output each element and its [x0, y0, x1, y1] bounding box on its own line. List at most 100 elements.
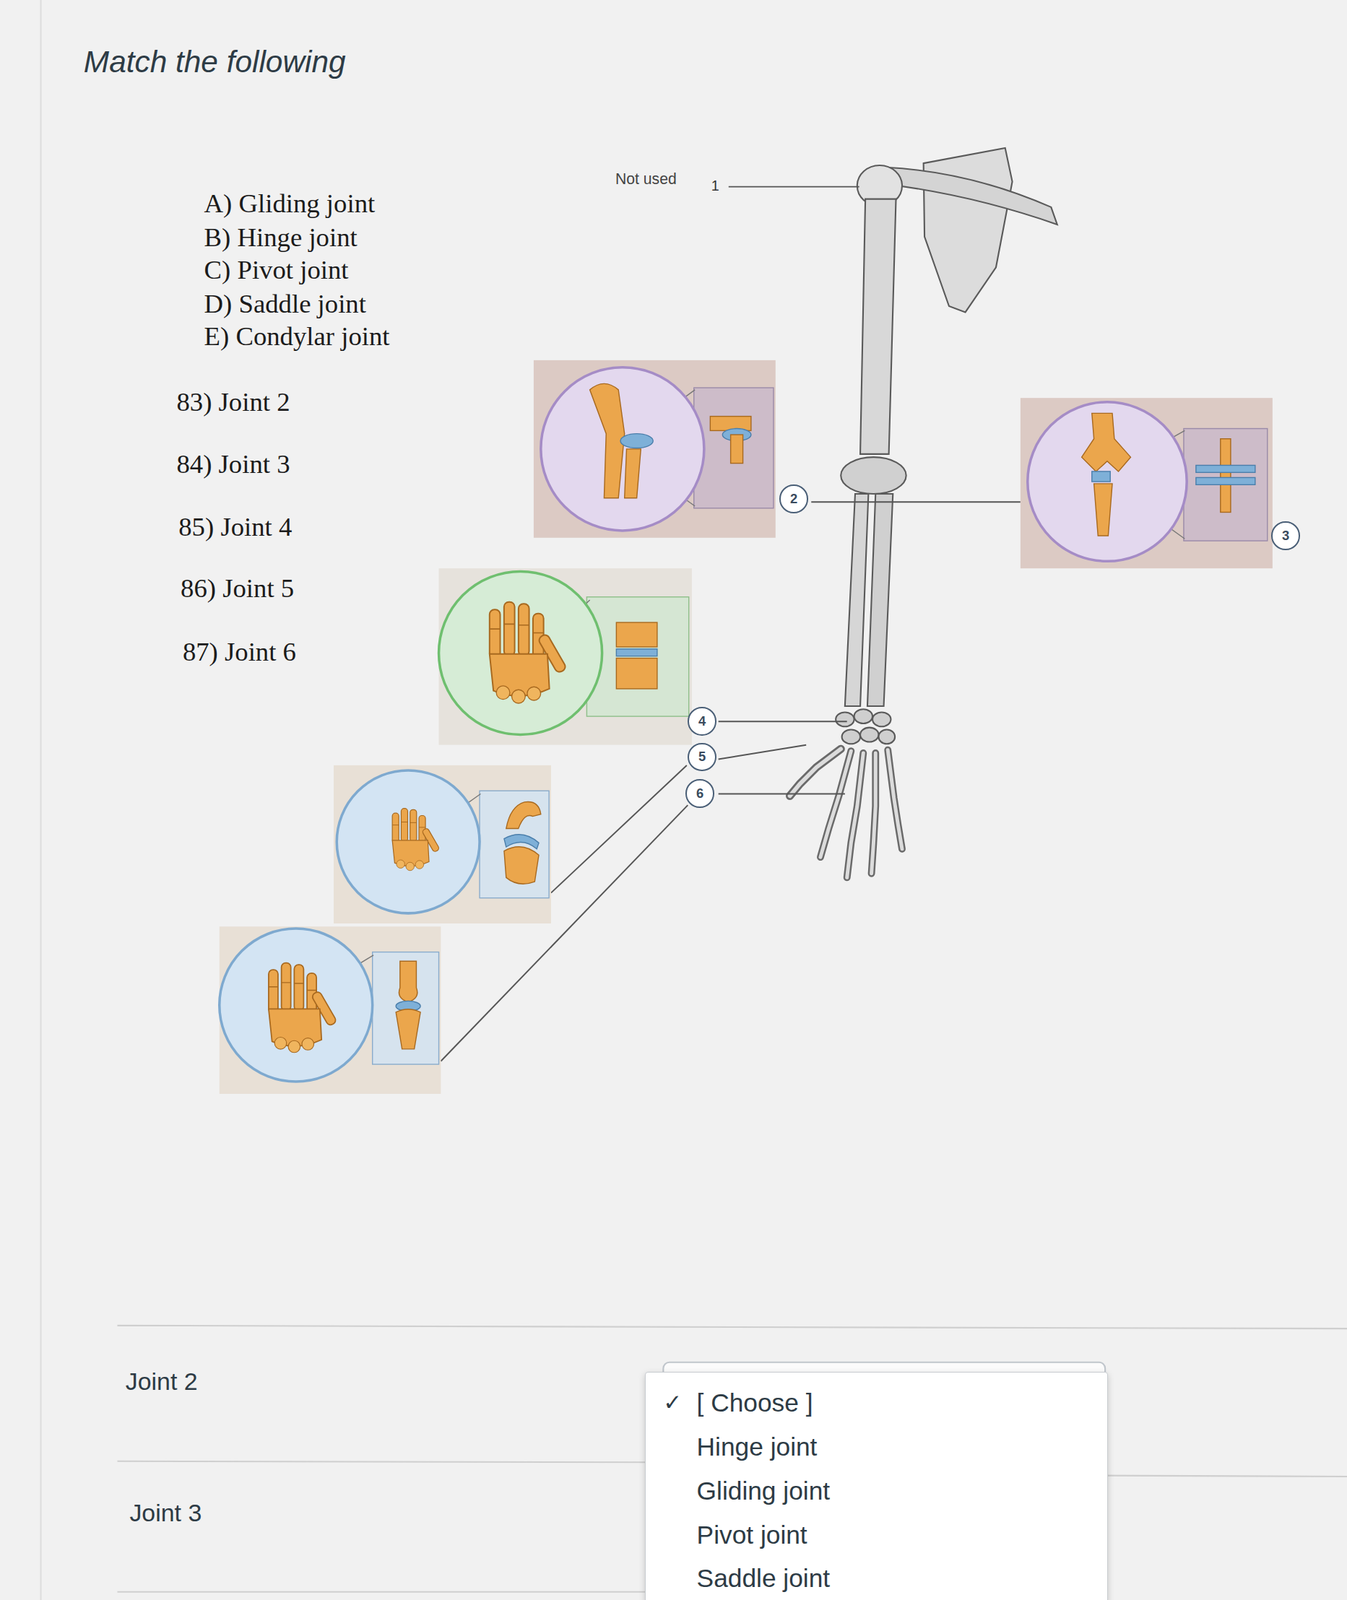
- zoom-circle: [1027, 402, 1187, 562]
- hand-bones: [392, 808, 440, 872]
- finger: [887, 750, 903, 850]
- bone: [624, 449, 642, 499]
- label-holder: A) Gliding joint: [204, 188, 376, 219]
- bone: [590, 383, 625, 498]
- row-rule: [1089, 1476, 1347, 1478]
- finger: [847, 753, 864, 878]
- callout-number: 2: [790, 491, 798, 507]
- label-holder: Not used: [615, 170, 677, 188]
- menu-option: Pivot joint: [696, 1513, 1108, 1558]
- leader-line: [728, 186, 860, 188]
- row-label: Joint 2: [125, 1367, 198, 1397]
- bone: [709, 416, 752, 432]
- leader-line: [811, 501, 1021, 503]
- question-item: 86) Joint 5: [180, 573, 294, 604]
- ulna: [867, 494, 893, 707]
- label-holder: 87) Joint 6: [182, 637, 297, 668]
- zoom-circle: [439, 571, 603, 735]
- carpal: [860, 728, 879, 743]
- bone: [504, 847, 539, 885]
- label-holder: 83) Joint 2: [176, 387, 290, 418]
- callout-number: 1: [711, 177, 720, 195]
- callout-number: 3: [1281, 528, 1290, 544]
- page-title: Match the following: [83, 44, 346, 81]
- menu-option: Gliding joint: [696, 1469, 1108, 1514]
- finger: [887, 750, 903, 850]
- bone: [1094, 483, 1113, 536]
- finger: [871, 753, 877, 874]
- callout-number: 5: [698, 749, 706, 765]
- question-item: 87) Joint 6: [182, 637, 297, 668]
- cartilage: [620, 434, 653, 449]
- panel-ground: [219, 926, 442, 1095]
- check-mark: ✓: [663, 1390, 682, 1417]
- finger: [820, 751, 851, 858]
- inset-panel: [333, 765, 552, 924]
- callout-circle: 4: [687, 707, 717, 736]
- inset-frame: [372, 952, 440, 1065]
- zoom-circle: [336, 770, 480, 914]
- bone: [616, 622, 658, 648]
- bone: [616, 658, 658, 690]
- hand-bones: [489, 602, 567, 704]
- carpal: [835, 712, 854, 727]
- menu-option: Hinge joint: [696, 1425, 1108, 1470]
- leader-line: [718, 745, 807, 760]
- callout-circle: 3: [1271, 521, 1301, 551]
- inset-panel: [219, 926, 442, 1095]
- inset-panel: [439, 568, 692, 745]
- thumb: [790, 748, 842, 796]
- finger: [847, 753, 864, 878]
- finger: [820, 751, 851, 858]
- callout-number: 6: [696, 786, 704, 801]
- label-holder: Joint 2: [125, 1367, 198, 1397]
- carpal: [872, 712, 891, 727]
- clavicle: [881, 167, 1058, 225]
- leader-lines: [440, 187, 1021, 1062]
- question-item: 85) Joint 4: [178, 512, 292, 543]
- finger: [871, 753, 877, 874]
- bone: [730, 434, 744, 464]
- inset-panel: [533, 360, 776, 539]
- radius: [845, 494, 869, 707]
- panel-ground: [533, 360, 776, 539]
- question-item: 84) Joint 3: [176, 449, 290, 480]
- answer-option: E) Condylar joint: [204, 321, 391, 352]
- label-holder: ✓: [663, 1390, 682, 1417]
- inset-frame: [694, 387, 774, 509]
- carpal: [854, 709, 873, 724]
- note: Not used: [615, 170, 677, 188]
- thumb: [790, 748, 842, 796]
- callout-circle: 5: [687, 743, 717, 773]
- callout-circle: 6: [685, 779, 715, 809]
- callout-number: 4: [698, 714, 706, 729]
- cartilage: [616, 649, 658, 657]
- bone: [1220, 439, 1231, 513]
- panel-ground: [1020, 397, 1273, 569]
- bone: [506, 801, 541, 829]
- label-holder: E) Condylar joint: [204, 321, 391, 352]
- label-holder: Joint 3: [129, 1499, 202, 1528]
- bone: [398, 961, 417, 1003]
- row-rule: [117, 1326, 1347, 1329]
- menu-option: Saddle joint: [696, 1557, 1108, 1600]
- inset-frame: [1183, 429, 1268, 541]
- label-holder: D) Saddle joint: [204, 288, 367, 320]
- row-rule: [117, 1591, 653, 1594]
- label-holder: 1: [711, 177, 720, 195]
- leader-line: [718, 720, 848, 723]
- row-rule: [117, 1461, 653, 1463]
- label-holder: C) Pivot joint: [204, 254, 349, 286]
- label-holder: B) Hinge joint: [204, 222, 358, 253]
- answer-option: B) Hinge joint: [204, 222, 358, 253]
- dropdown-menu: [ Choose ]Hinge jointGliding jointPivot …: [644, 1372, 1108, 1600]
- row-label: Joint 3: [129, 1499, 202, 1528]
- bone: [1081, 413, 1132, 472]
- label-holder: 84) Joint 3: [176, 449, 290, 480]
- panel-ground: [333, 765, 552, 924]
- panel-ground: [439, 568, 692, 745]
- answer-option: A) Gliding joint: [204, 188, 376, 219]
- inset-panel: [1020, 397, 1273, 569]
- menu-option: [ Choose ]: [696, 1381, 1108, 1426]
